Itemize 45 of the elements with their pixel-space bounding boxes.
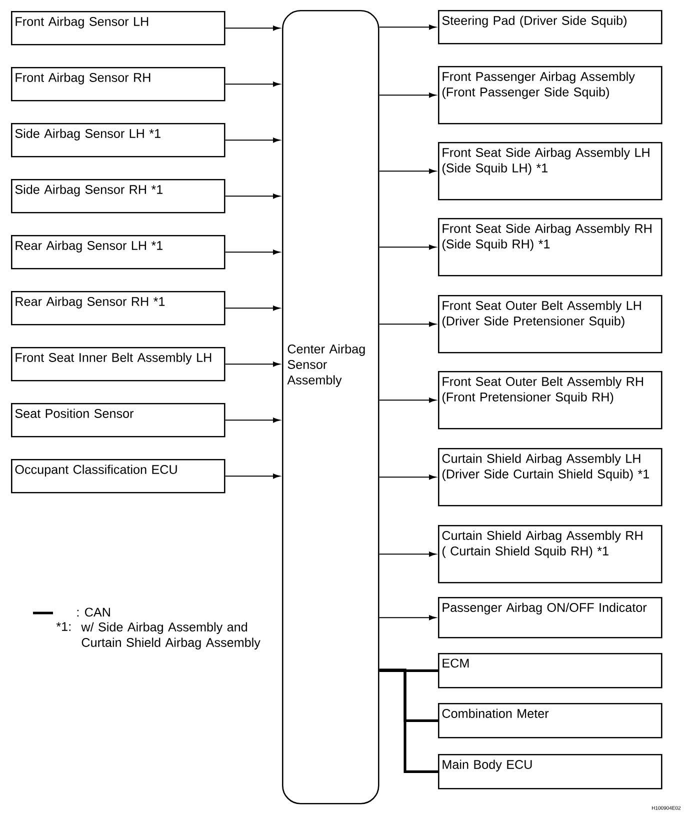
module-box: Combination Meter (438, 703, 662, 738)
arrow (378, 615, 436, 620)
arrow (378, 552, 436, 557)
arrow (224, 362, 280, 367)
module-box: Front Airbag Sensor RH (11, 67, 226, 102)
bus-line (379, 669, 438, 672)
arrow (378, 24, 436, 30)
arrow (378, 92, 436, 98)
module-box: Front Seat Inner Belt Assembly LH (11, 347, 226, 382)
arrow (224, 418, 280, 423)
module-box: Front Seat Outer Belt Assembly LH (Driver Side Pretensioner Squib) (438, 295, 662, 354)
arrow (224, 306, 280, 311)
module-box: Steering Pad (Driver Side Squib) (438, 10, 662, 44)
arrow (224, 250, 280, 255)
module-box: Side Airbag Sensor LH *1 (11, 123, 226, 158)
module-box: Main Body ECU (438, 754, 662, 790)
arrow (378, 244, 436, 250)
rounded-box: Center Airbag Sensor Assembly (282, 10, 380, 804)
module-box: Seat Position Sensor (11, 403, 226, 438)
arrow (378, 474, 436, 480)
legend-label: : CAN (77, 608, 110, 617)
module-box: Side Airbag Sensor RH *1 (11, 179, 226, 214)
module-box: Front Airbag Sensor LH (11, 11, 226, 46)
footnote-text: w/ Side Airbag Assembly and Curtain Shield Airbag Assembly (81, 622, 260, 650)
module-box: Rear Airbag Sensor RH *1 (11, 291, 226, 326)
arrow (224, 82, 280, 87)
bus-line (379, 668, 438, 773)
module-box: Front Seat Side Airbag Assembly RH (Side Squib RH) *1 (438, 218, 662, 276)
module-box: Occupant Classification ECU (11, 459, 226, 494)
arrow (224, 194, 280, 199)
module-box: Passenger Airbag ON/OFF Indicator (438, 597, 662, 638)
arrow (224, 26, 280, 31)
module-box: Front Passenger Airbag Assembly (Front Passenger Side Squib) (438, 66, 662, 124)
arrow (224, 138, 280, 143)
module-box: Rear Airbag Sensor LH *1 (11, 235, 226, 270)
footnote-mark: *1: (56, 622, 70, 631)
module-box: ECM (438, 653, 662, 688)
arrow (378, 168, 436, 174)
module-box: Curtain Shield Airbag Assembly LH (Driver Side Curtain Shield Squib) *1 (438, 448, 662, 506)
module-box: Curtain Shield Airbag Assembly RH ( Curtain Shield Squib RH) *1 (438, 525, 662, 584)
arrow (378, 398, 436, 403)
module-box: Front Seat Side Airbag Assembly LH (Side Squib LH) *1 (438, 142, 662, 200)
arrow (224, 474, 280, 479)
arrow (378, 322, 436, 327)
module-box: Front Seat Outer Belt Assembly RH (Front Pretensioner Squib RH) (438, 371, 662, 430)
